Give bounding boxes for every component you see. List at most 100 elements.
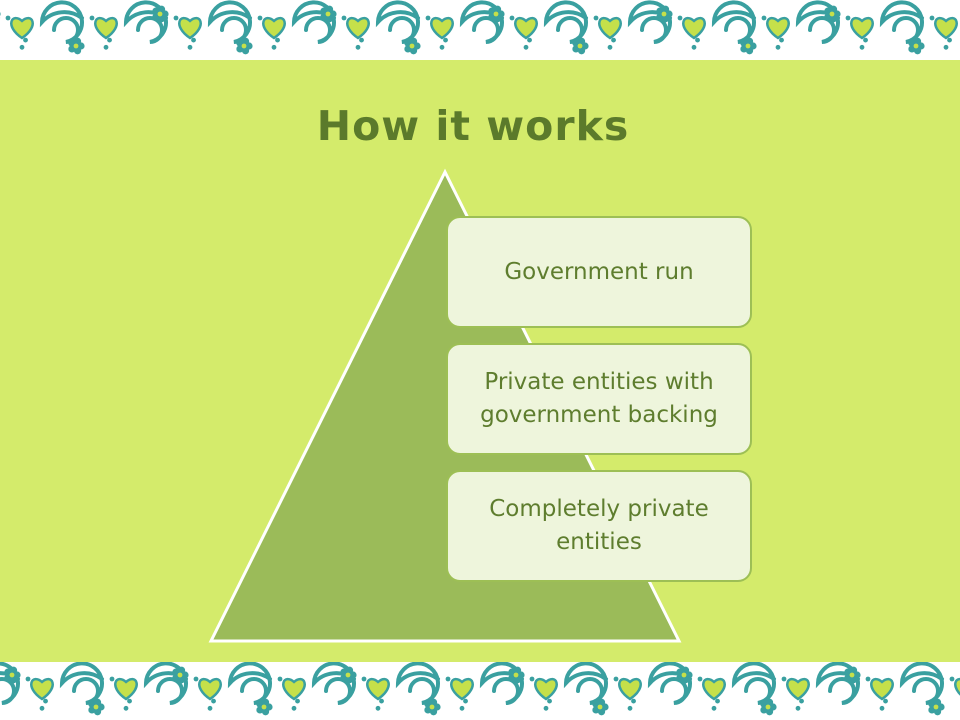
flower-icon <box>656 7 664 15</box>
flower-icon <box>661 5 670 13</box>
dot-icon <box>715 698 720 704</box>
flower-icon <box>345 666 354 674</box>
heart-icon <box>94 16 118 40</box>
dot-icon <box>799 698 804 704</box>
heart-icon <box>934 16 958 40</box>
flower-icon <box>73 37 82 45</box>
flower-icon <box>261 708 270 716</box>
heart-icon <box>786 677 810 701</box>
flower-icon <box>745 47 754 55</box>
heart-icon <box>702 677 726 701</box>
flower-icon <box>4 674 12 682</box>
swirl-icon <box>39 0 84 44</box>
dot-icon <box>781 676 787 682</box>
flower-icon <box>241 47 250 55</box>
flower-center-icon <box>597 704 603 710</box>
swirl-icon <box>543 0 588 44</box>
flower-icon <box>493 15 502 23</box>
flower-center-icon <box>9 672 15 678</box>
flower-icon <box>740 45 748 53</box>
swirl-icon <box>563 662 608 705</box>
flower-icon <box>844 668 852 676</box>
heart-icon <box>870 677 894 701</box>
slide-title: How it works <box>316 102 630 150</box>
flower-icon <box>320 7 328 15</box>
flower-center-icon <box>409 43 415 49</box>
dot-icon <box>859 44 865 50</box>
dot-icon <box>5 15 11 21</box>
dot-icon <box>711 705 717 711</box>
flower-icon <box>9 666 18 674</box>
swirl-icon <box>731 662 776 705</box>
dot-icon <box>107 37 112 43</box>
dot-icon <box>443 37 448 43</box>
flower-icon <box>236 39 244 47</box>
flower-icon <box>152 7 160 15</box>
dot-icon <box>691 44 697 50</box>
heart-icon <box>450 677 474 701</box>
pyramid-level-3: Completely private entities <box>446 470 752 582</box>
flower-icon <box>592 706 600 714</box>
heart-icon <box>346 16 370 40</box>
dot-icon <box>341 15 347 21</box>
flower-icon <box>261 698 270 706</box>
heart-icon <box>598 16 622 40</box>
flower-icon <box>829 15 838 23</box>
flower-icon <box>177 676 186 684</box>
flower-icon <box>513 676 522 684</box>
dot-icon <box>795 705 801 711</box>
flower-icon <box>844 674 852 682</box>
flower-icon <box>661 15 670 23</box>
flower-center-icon <box>661 11 667 17</box>
dot-icon <box>543 705 549 711</box>
flower-icon <box>0 12 1 16</box>
dot-icon <box>291 705 297 711</box>
pattern-top-svg <box>0 0 958 55</box>
flower-icon <box>740 39 748 47</box>
dot-icon <box>257 15 263 21</box>
dot-icon <box>775 44 781 50</box>
flower-icon <box>597 708 606 716</box>
flower-icon <box>913 37 922 45</box>
flower-icon <box>404 39 412 47</box>
dot-icon <box>277 676 283 682</box>
heart-icon <box>30 677 54 701</box>
decorative-border-bottom <box>0 662 960 720</box>
flower-icon <box>760 700 768 708</box>
dot-icon <box>627 705 633 711</box>
dot-icon <box>43 698 48 704</box>
flower-icon <box>493 5 502 13</box>
flower-icon <box>93 708 102 716</box>
heart-icon <box>10 16 34 40</box>
flower-icon <box>256 706 264 714</box>
dot-icon <box>19 44 25 50</box>
dot-icon <box>355 44 361 50</box>
flower-icon <box>656 13 664 21</box>
decorative-border-top <box>0 0 960 60</box>
flower-center-icon <box>745 43 751 49</box>
flower-icon <box>745 37 754 45</box>
flower-icon <box>172 674 180 682</box>
dot-icon <box>509 15 515 21</box>
dot-icon <box>865 676 871 682</box>
flower-icon <box>241 37 250 45</box>
flower-center-icon <box>681 672 687 678</box>
heart-icon <box>366 677 390 701</box>
dot-icon <box>631 698 636 704</box>
flower-center-icon <box>325 11 331 17</box>
flower-icon <box>933 698 942 706</box>
flower-icon <box>577 37 586 45</box>
flower-center-icon <box>93 704 99 710</box>
dot-icon <box>275 37 280 43</box>
dot-icon <box>613 676 619 682</box>
flower-icon <box>424 700 432 708</box>
flower-center-icon <box>177 672 183 678</box>
flower-icon <box>913 47 922 55</box>
dot-icon <box>459 705 465 711</box>
flower-icon <box>592 700 600 708</box>
dot-icon <box>207 705 213 711</box>
flower-icon <box>676 668 684 676</box>
swirl-icon <box>711 0 756 44</box>
flower-icon <box>933 708 942 716</box>
